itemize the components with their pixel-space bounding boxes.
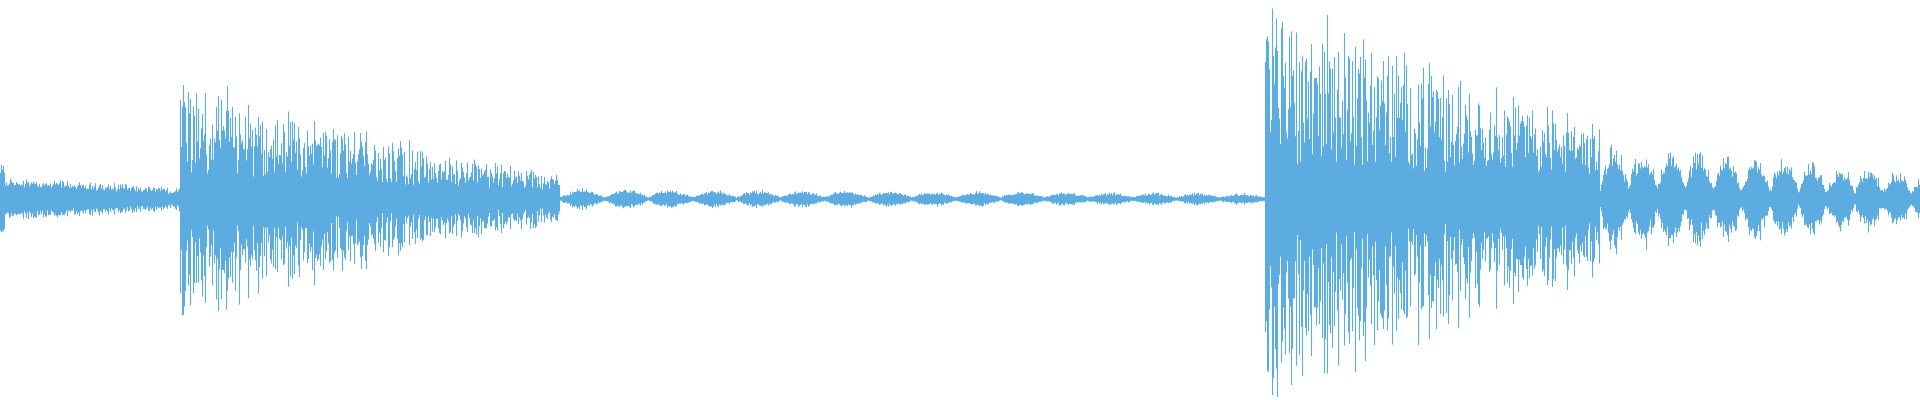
waveform-samples xyxy=(0,8,1920,397)
